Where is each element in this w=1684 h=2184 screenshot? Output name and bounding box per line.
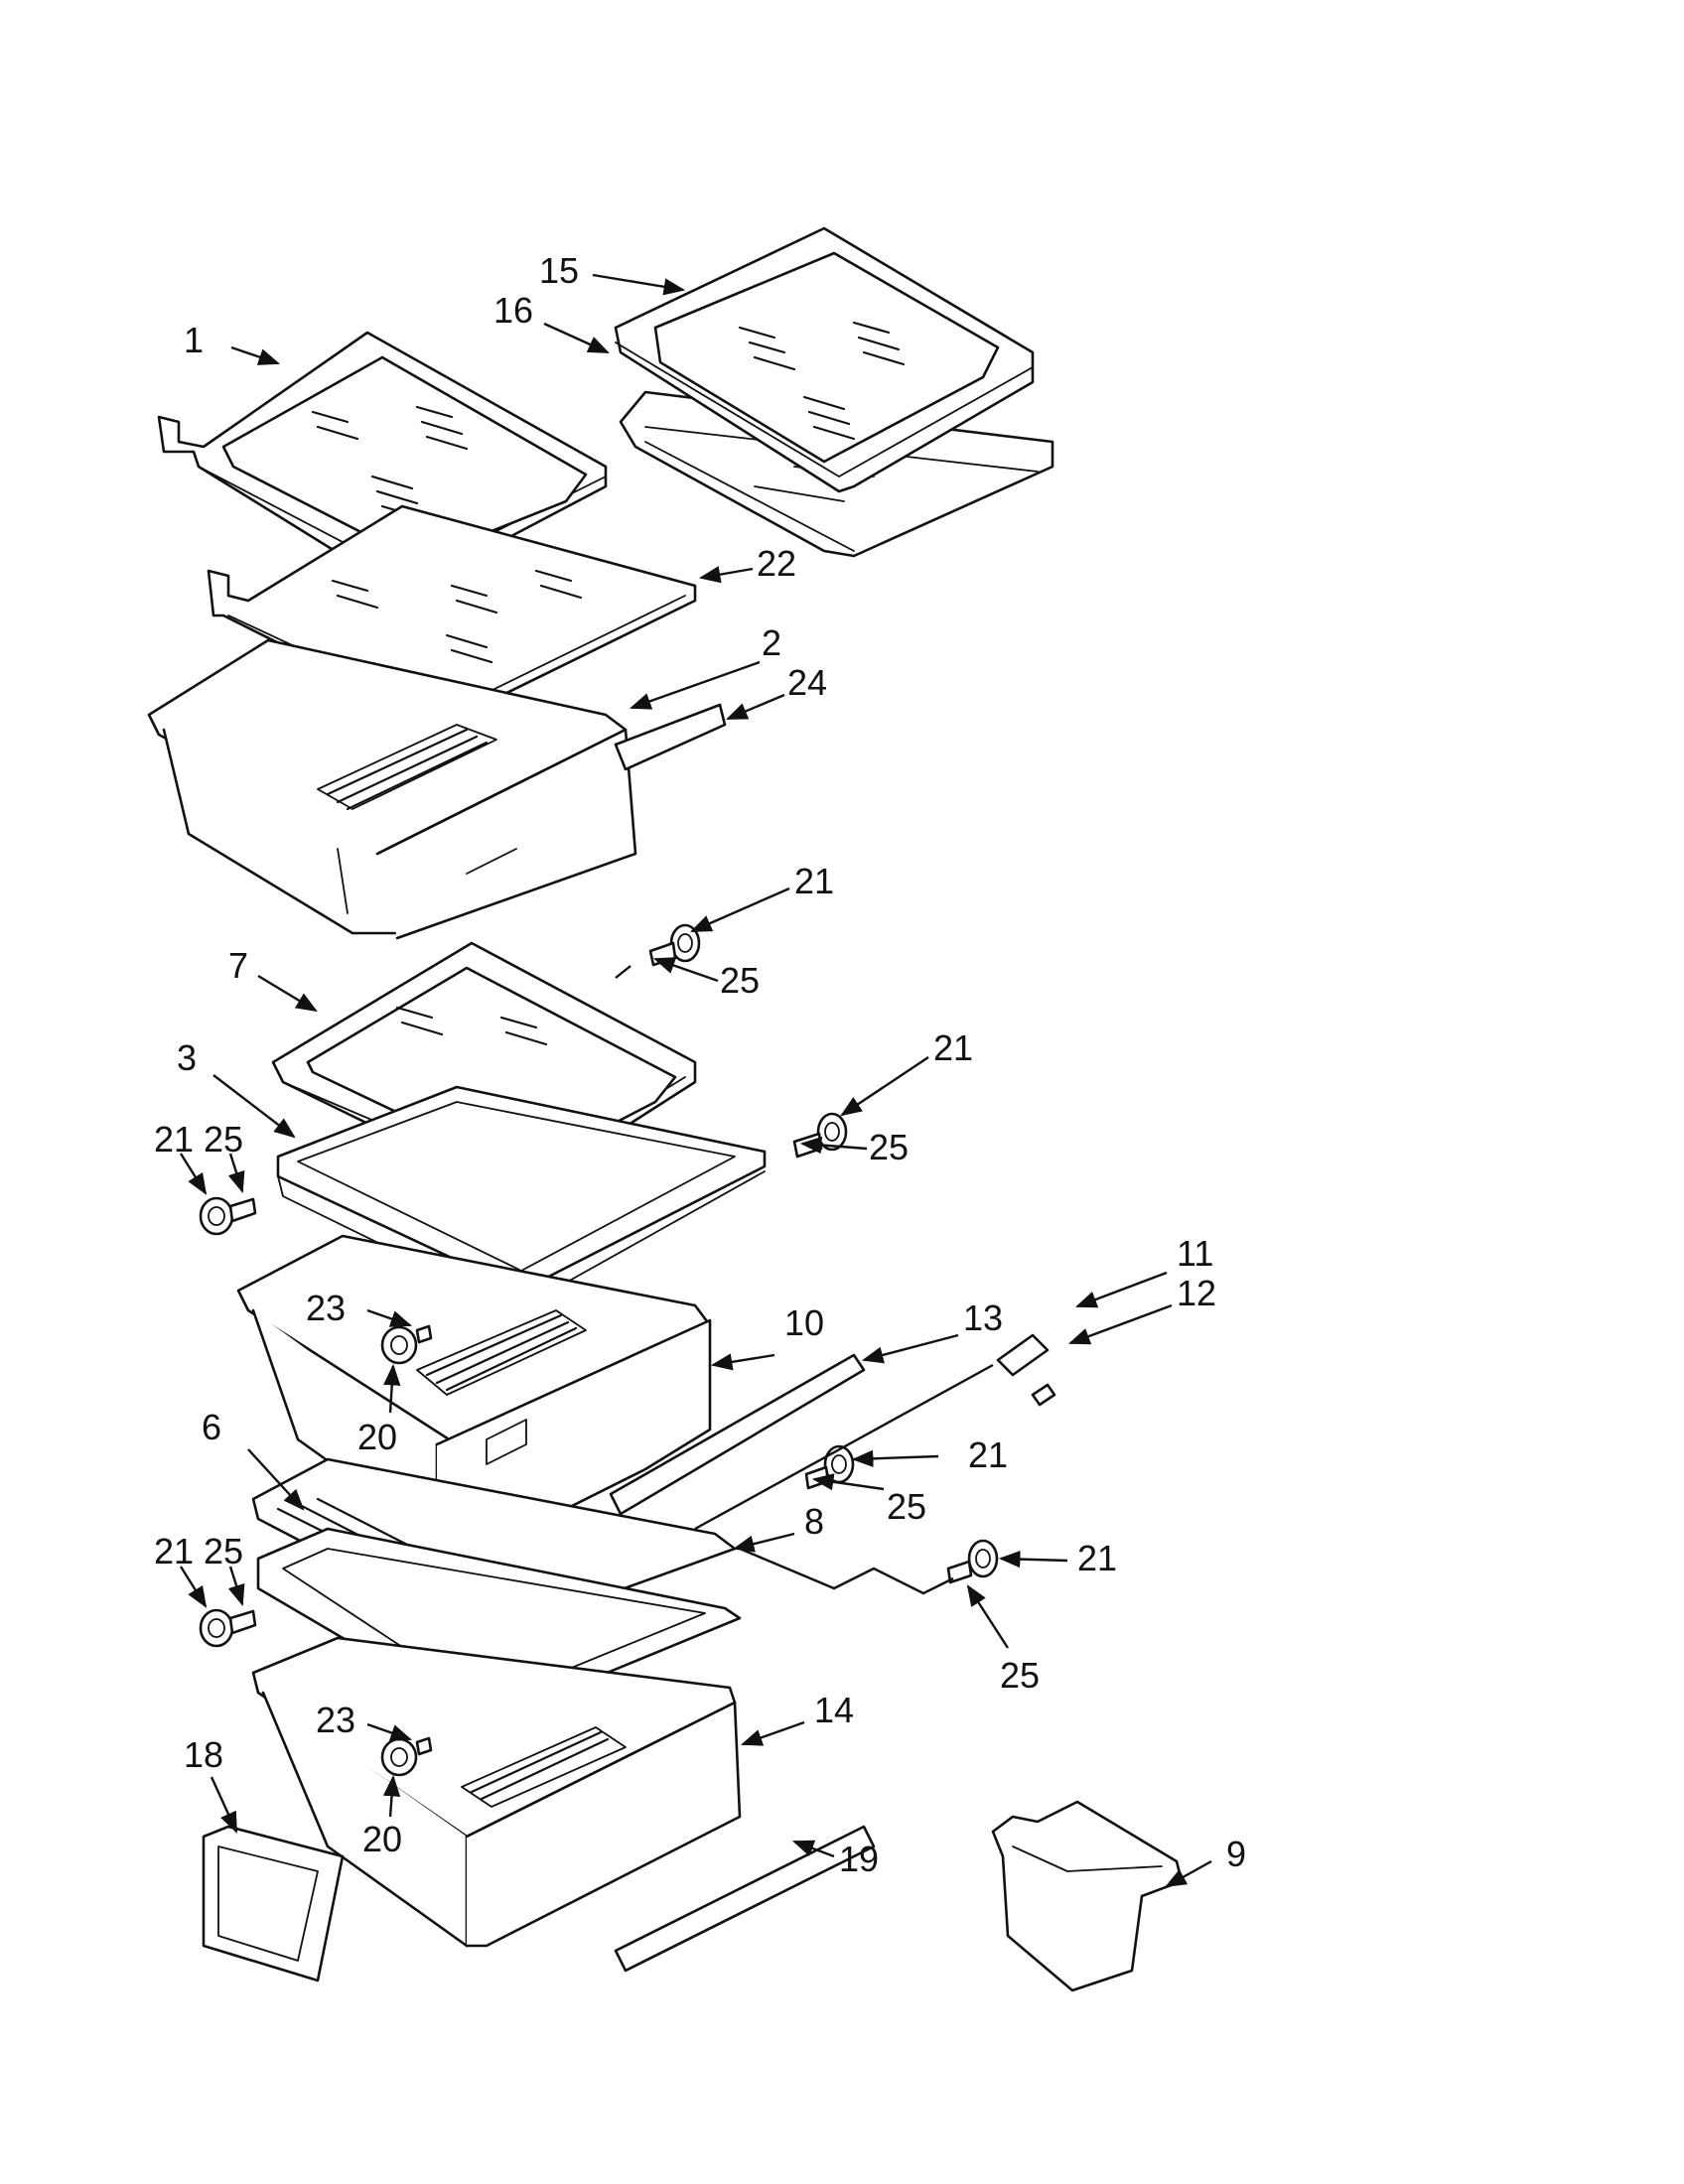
callout-25f: 25 bbox=[1000, 1655, 1040, 1696]
callout-23a: 23 bbox=[306, 1288, 346, 1328]
callout-10: 10 bbox=[784, 1302, 824, 1343]
callout-25b: 25 bbox=[869, 1127, 909, 1167]
callout-2: 2 bbox=[762, 622, 781, 663]
callout-25c: 25 bbox=[204, 1119, 243, 1160]
wheel-21-f bbox=[967, 1539, 999, 1578]
callout-20b: 20 bbox=[362, 1819, 402, 1859]
callout-22: 22 bbox=[757, 543, 796, 584]
callout-6: 6 bbox=[202, 1407, 221, 1447]
callout-21e: 21 bbox=[154, 1531, 194, 1571]
callout-18: 18 bbox=[184, 1734, 223, 1775]
callout-11: 11 bbox=[1177, 1233, 1213, 1274]
screw-25-f bbox=[946, 1560, 973, 1584]
crisper-drawer-2 bbox=[147, 638, 637, 940]
callout-9: 9 bbox=[1226, 1834, 1246, 1874]
callout-15: 15 bbox=[539, 250, 579, 291]
roller-20-a bbox=[380, 1325, 418, 1365]
crisper-drawer-14 bbox=[251, 1636, 742, 1948]
callout-21b: 21 bbox=[933, 1027, 973, 1068]
wheel-21-c bbox=[199, 1196, 234, 1236]
callout-12: 12 bbox=[1177, 1273, 1216, 1313]
callout-20a: 20 bbox=[357, 1417, 397, 1457]
bin-9 bbox=[991, 1800, 1184, 1992]
roller-20-b bbox=[380, 1737, 418, 1777]
screw-25-c bbox=[228, 1197, 257, 1223]
callout-21c: 21 bbox=[154, 1119, 194, 1160]
callout-21f: 21 bbox=[1077, 1538, 1117, 1578]
callout-16: 16 bbox=[493, 290, 533, 331]
callout-19: 19 bbox=[839, 1839, 879, 1879]
callout-25a: 25 bbox=[720, 960, 760, 1001]
callout-3: 3 bbox=[177, 1037, 197, 1078]
label-18 bbox=[202, 1825, 345, 1982]
wheel-21-b bbox=[816, 1112, 848, 1152]
callout-7: 7 bbox=[228, 945, 248, 986]
callout-13: 13 bbox=[963, 1297, 1003, 1338]
clip-23-b bbox=[415, 1736, 433, 1756]
callout-1: 1 bbox=[184, 320, 204, 360]
callout-24: 24 bbox=[787, 662, 827, 703]
screw-25-d bbox=[804, 1465, 830, 1490]
glass-shelf-15 bbox=[614, 226, 1035, 493]
leader-lines bbox=[179, 273, 1212, 1888]
wheel-21-e bbox=[199, 1608, 234, 1648]
clip-23-a bbox=[415, 1324, 433, 1344]
callout-25e: 25 bbox=[204, 1531, 243, 1571]
callout-23b: 23 bbox=[316, 1700, 355, 1740]
trim-strip-24 bbox=[614, 703, 727, 771]
callout-25d: 25 bbox=[887, 1486, 926, 1527]
callout-21d: 21 bbox=[968, 1434, 1008, 1475]
wheel-21-d bbox=[823, 1444, 855, 1484]
slide-12 bbox=[1031, 1383, 1056, 1407]
callout-labels: 1 2 3 6 7 8 9 10 11 12 13 14 15 16 18 19… bbox=[154, 250, 1246, 1879]
control-11 bbox=[996, 1333, 1050, 1377]
callout-14: 14 bbox=[814, 1690, 854, 1730]
trim-strip-19 bbox=[614, 1825, 876, 1973]
trim-strip-13 bbox=[609, 1353, 866, 1516]
screw-25-e bbox=[228, 1609, 257, 1635]
callout-8: 8 bbox=[804, 1501, 824, 1542]
callout-21a: 21 bbox=[794, 861, 834, 901]
